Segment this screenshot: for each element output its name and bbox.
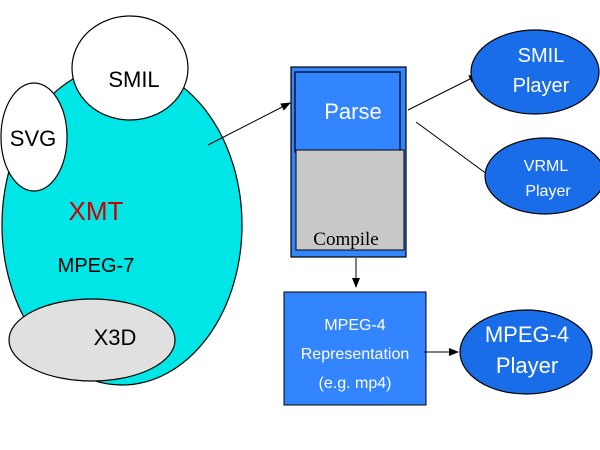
xmt-title: XMT: [69, 196, 124, 226]
x3d-label: X3D: [94, 325, 137, 350]
parse-label: Parse: [324, 99, 381, 124]
arrow-xmt-to-compiler: [207, 102, 291, 146]
mpeg4-player-label-2: Player: [496, 353, 558, 378]
mpeg7-label: MPEG-7: [58, 255, 135, 277]
mpeg4-player-label-1: MPEG-4: [485, 322, 569, 347]
smil-player-label-1: SMIL: [518, 45, 565, 67]
arrow-parse-to-smil-player: [407, 74, 479, 111]
svg-label: SVG: [10, 126, 56, 151]
representation-label-2: Representation: [301, 346, 410, 363]
vrml-player-label-1: VRML: [524, 158, 569, 175]
representation-label-3: (e.g. mp4): [319, 375, 392, 392]
smil-ellipse: [71, 15, 189, 121]
compile-label: Compile: [313, 229, 378, 250]
mpeg4-player-ellipse: [459, 309, 593, 395]
representation-box: [283, 291, 427, 406]
svg-ellipse: [0, 82, 68, 192]
x3d-ellipse: [8, 298, 176, 382]
representation-label-1: MPEG-4: [324, 317, 385, 334]
compile-box: [295, 149, 405, 251]
vrml-player-label-2: Player: [525, 183, 571, 200]
vrml-player-ellipse: [484, 137, 600, 215]
smil-player-label-2: Player: [513, 75, 570, 97]
smil-player-ellipse: [470, 29, 600, 115]
smil-label: SMIL: [108, 67, 159, 92]
